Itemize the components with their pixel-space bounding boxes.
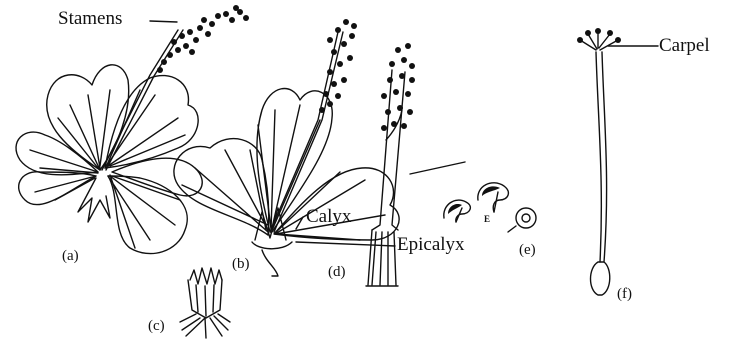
stigma-dots-f — [577, 28, 621, 43]
label-stamens: Stamens — [58, 8, 122, 30]
flower-b — [174, 32, 399, 276]
label-calyx: Calyx — [306, 206, 351, 228]
carpel-f — [580, 32, 618, 295]
part-label-d: (d) — [328, 264, 346, 281]
calyx-c — [180, 268, 230, 338]
label-epicalyx: Epicalyx — [397, 234, 465, 256]
part-label-b: (b) — [232, 256, 250, 273]
anther-cluster-a — [157, 5, 249, 73]
flower-a — [16, 30, 202, 254]
part-label-f: (f) — [617, 286, 632, 303]
part-label-a: (a) — [62, 248, 79, 265]
anther-cluster-d — [381, 43, 415, 131]
leader-lines — [150, 21, 658, 246]
label-carpel: Carpel — [659, 35, 710, 57]
part-label-e: (e) — [519, 242, 536, 259]
stamen-dots — [157, 5, 621, 214]
part-label-c: (c) — [148, 318, 165, 335]
label-e-letter: E — [484, 214, 490, 224]
